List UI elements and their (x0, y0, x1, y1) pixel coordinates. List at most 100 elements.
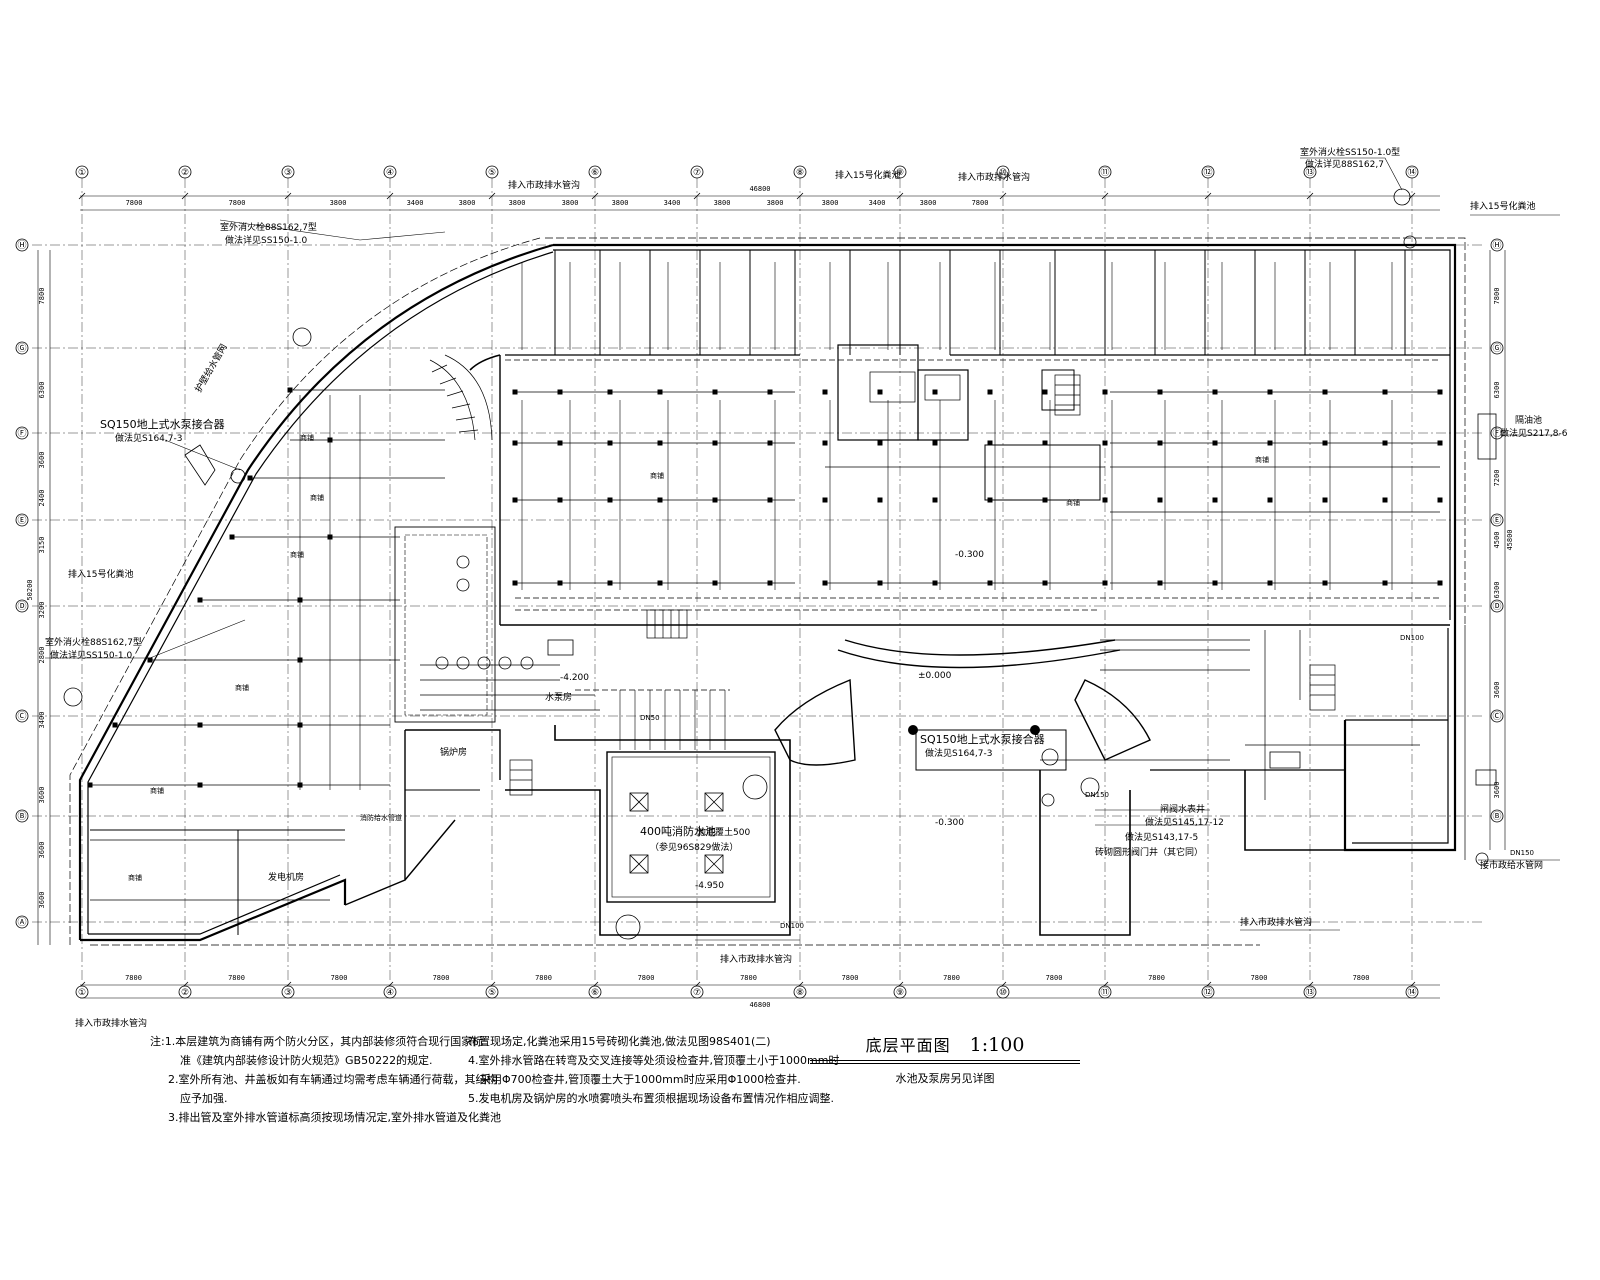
col-bubble-label: ⑪ (1100, 167, 1109, 178)
valve-well-ref-2: 做法见S143,17-5 (1125, 831, 1198, 843)
oil-trap-ref: 做法见S217,8-6 (1500, 427, 1568, 439)
row-bubble-ring (1490, 809, 1504, 823)
col-bubble-label: ③ (284, 168, 292, 178)
col-bubble-ring (485, 165, 499, 179)
col-bubble-ring (690, 985, 704, 999)
dim-top-4: 3400 (407, 199, 424, 207)
column-37 (987, 389, 993, 395)
col-bubble-ring (75, 985, 89, 999)
column-35 (932, 497, 938, 503)
dim-top-11: 3800 (767, 199, 784, 207)
dim-left-3: 3600 (38, 452, 46, 469)
row-bubble-7-left: Ⓑ (15, 809, 29, 823)
dim-right-6: 3600 (1493, 682, 1501, 699)
drawing-scale: 1:100 (969, 1034, 1025, 1056)
col-bubble-label: ⑤ (488, 168, 496, 178)
dim-bottom-9: 7800 (943, 974, 960, 982)
col-bubble-10-top: ⑩ (996, 165, 1010, 179)
vertical-pipe-branches (299, 262, 1393, 790)
vertical-axis-lines (81, 178, 1413, 980)
top-dimension-chain (80, 195, 1440, 211)
col-bubble-label: ⑨ (896, 988, 904, 998)
row-bubble-4-right: Ⓔ (1490, 513, 1504, 527)
column-26 (822, 440, 828, 446)
col-bubble-label: ⑭ (1407, 987, 1416, 998)
dim-top-2: 7800 (229, 199, 246, 207)
dim-left-8: 3400 (38, 712, 46, 729)
col-bubble-label: ⑭ (1407, 167, 1416, 178)
col-bubble-ring (588, 985, 602, 999)
dim-left-overall: 50200 (26, 579, 34, 600)
inspection-wells (63, 188, 1497, 866)
column-42 (1042, 440, 1048, 446)
row-bubble-8-left: Ⓐ (15, 915, 29, 929)
column-59 (1267, 497, 1273, 503)
dim-tick-top-9 (896, 192, 904, 200)
hydrant-label-top-right: 室外消火栓SS150-1.0型 (1300, 146, 1400, 158)
row-bubble-3-right: Ⓕ (1490, 426, 1504, 440)
row-bubble-label: Ⓖ (1492, 343, 1501, 354)
col-bubble-13-top: ⑬ (1303, 165, 1317, 179)
septic-connection-right: 排入15号化粪池 (1470, 200, 1535, 212)
column-43 (1042, 497, 1048, 503)
gen-room-label: 发电机房 (268, 871, 304, 883)
dim-left-5: 3150 (38, 537, 46, 554)
level-neg4950: -4.950 (695, 881, 724, 891)
row-bubble-label: Ⓗ (1492, 240, 1501, 251)
note-2a: 2.室外所有池、井盖板如有车辆通过均需考虑车辆通行荷载，其结构 (168, 1073, 498, 1086)
col-bubble-label: ⑥ (591, 168, 599, 178)
col-bubble-label: ① (78, 988, 86, 998)
adapter-label-center: SQ150地上式水泵接合器 (920, 732, 1045, 746)
row-bubble-ring (15, 599, 29, 613)
pipework (69, 237, 1466, 946)
drain-connection-top2: 排入市政排水管沟 (958, 171, 1030, 183)
shop-label-2: 商铺 (310, 493, 324, 502)
col-bubble-ring (1201, 985, 1215, 999)
col-bubble-label: ⑫ (1203, 987, 1212, 998)
row-bubble-label: Ⓓ (17, 601, 26, 612)
drain-connection-left: 排入市政排水管沟 (75, 1017, 147, 1029)
column-38 (987, 440, 993, 446)
dim-bottom-3: 7800 (331, 974, 348, 982)
drawing-subtitle: 水池及泵房另见详图 (895, 1072, 995, 1085)
dim-left-11: 3600 (38, 892, 46, 909)
column-27 (822, 497, 828, 503)
row-bubble-5-right: Ⓓ (1490, 599, 1504, 613)
column-45 (1102, 389, 1108, 395)
shop-label-9: 商铺 (1255, 455, 1269, 464)
adapter-markers (908, 725, 1040, 735)
pool-label: 400吨消防水池 (640, 824, 716, 838)
col-bubble-ring (996, 165, 1010, 179)
dim-left-7: 2800 (38, 647, 46, 664)
level-neg300-a: -0.300 (955, 550, 984, 560)
col-bubble-5-top: ⑤ (485, 165, 499, 179)
shop-label-5: 商铺 (150, 786, 164, 795)
horizontal-axis-lines (32, 244, 1485, 923)
level-neg4200: -4.200 (560, 673, 589, 683)
col-bubble-11-bottom: ⑪ (1098, 985, 1112, 999)
dim-left-9: 3600 (38, 787, 46, 804)
notes-column-left: 注:1.本层建筑为商铺有两个防火分区，其内部装修须符合现行国家标 准《建筑内部装… (150, 1032, 501, 1127)
row-bubble-label: Ⓐ (17, 917, 26, 928)
note-1b: 准《建筑内部装修设计防火规范》GB50222的规定. (180, 1054, 433, 1067)
pipe-dn150-a: DN150 (1085, 791, 1109, 799)
col-bubble-1-bottom: ① (75, 985, 89, 999)
structural-columns (87, 387, 1443, 788)
column-25 (822, 389, 828, 395)
level-ground: ±0.000 (918, 671, 952, 681)
col-bubble-ring (893, 985, 907, 999)
septic-connection-top: 排入15号化粪池 (835, 169, 900, 181)
column-46 (1102, 440, 1108, 446)
notes-column-right: 布置现场定,化粪池采用15号砖砌化粪池,做法见图98S401(二) 4.室外排水… (468, 1032, 839, 1108)
supply-connection-right: 接市政给水管网 (1480, 859, 1543, 871)
note-5: 5.发电机房及锅炉房的水喷雾喷头布置须根据现场设备布置情况作相应调整. (468, 1092, 834, 1105)
column-33 (932, 389, 938, 395)
col-bubble-6-top: ⑥ (588, 165, 602, 179)
column-31 (877, 497, 883, 503)
col-bubble-5-bottom: ⑤ (485, 985, 499, 999)
row-bubble-4-left: Ⓔ (15, 513, 29, 527)
col-bubble-label: ⑦ (693, 988, 701, 998)
col-bubble-label: ⑩ (999, 988, 1007, 998)
dim-right-overall: 45800 (1506, 529, 1514, 550)
